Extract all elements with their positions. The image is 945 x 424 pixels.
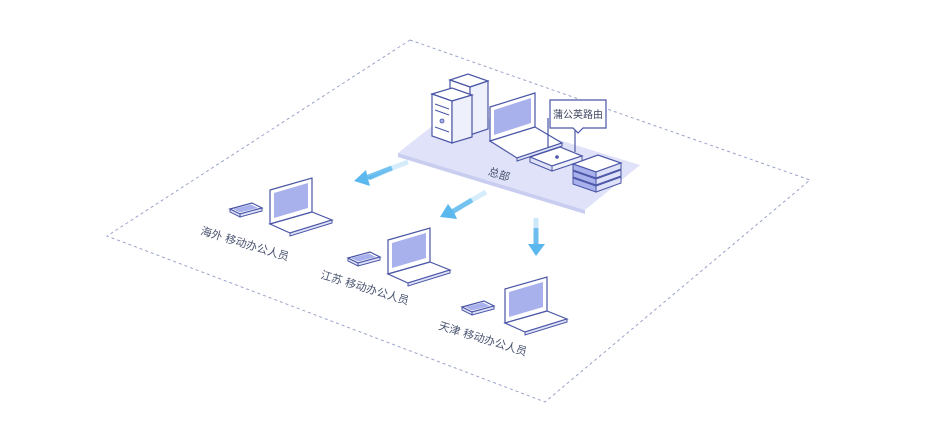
headquarters-label: 总部 [487, 164, 512, 184]
arrow-to-jiangsu [440, 189, 488, 219]
phone-icon [347, 251, 381, 267]
laptop-icon [269, 177, 333, 237]
switch-stack-icon [571, 154, 623, 193]
laptop-icon [504, 276, 568, 336]
server-icon [430, 87, 474, 144]
hq-laptop-icon [488, 92, 564, 162]
phone-icon [229, 202, 263, 218]
site-tianjin: 天津 移动办公人员 [437, 276, 568, 359]
laptop-icon [387, 227, 451, 287]
boundary-plane [105, 39, 811, 403]
router-label-tag: 蒲公英路由 [549, 99, 607, 134]
arrow-to-overseas [354, 159, 409, 186]
site-overseas: 海外 移动办公人员 [199, 177, 333, 264]
phone-icon [461, 300, 495, 316]
headquarters-group: 蒲公英路由 总部 [398, 73, 640, 214]
site-label: 海外 移动办公人员 [199, 223, 291, 263]
site-jiangsu: 江苏 移动办公人员 [319, 227, 451, 308]
router-icon [528, 118, 584, 172]
arrow-to-tianjin [528, 218, 545, 256]
router-label: 蒲公英路由 [553, 108, 603, 121]
